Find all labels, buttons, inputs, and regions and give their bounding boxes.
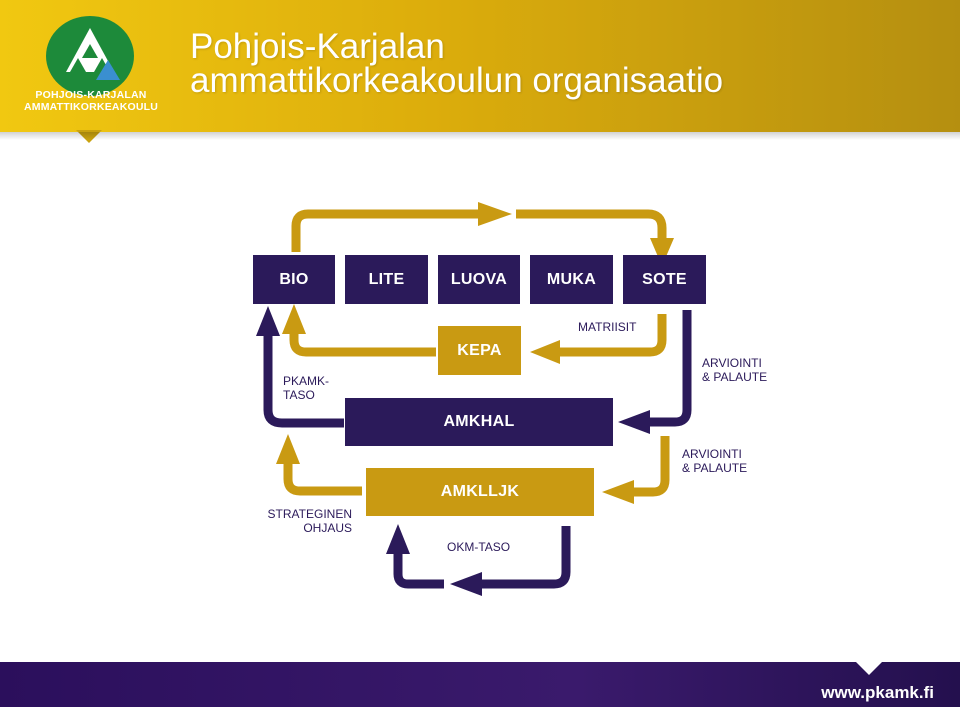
footer-notch	[856, 662, 882, 675]
okm-arrow-right-segment	[482, 526, 571, 589]
label-matriisit: MATRIISIT	[578, 320, 637, 334]
top-arrow-right-segment	[516, 209, 667, 238]
pkamk-taso-arrow	[263, 336, 344, 428]
unit-box-bio: BIO	[253, 255, 335, 304]
page-title: Pohjois-Karjalan ammattikorkeakoulun org…	[190, 27, 724, 100]
diagram-arrows	[256, 202, 692, 596]
amklljk-box: AMKLLJK	[366, 468, 594, 516]
header-notch	[76, 130, 102, 143]
header-shadow	[0, 132, 960, 140]
label-pkamk-taso-line2: TASO	[283, 388, 315, 402]
arrowhead-amkhal	[618, 410, 650, 434]
arviointi-arrow-2	[634, 436, 670, 497]
unit-box-luova: LUOVA	[438, 255, 520, 304]
unit-box-lite: LITE	[345, 255, 428, 304]
amkhal-box: AMKHAL	[345, 398, 613, 446]
arrowhead-amklljk-purple	[386, 524, 410, 554]
logo-text-line2: AMMATTIKORKEAKOULU	[23, 101, 159, 113]
kepa-box: KEPA	[438, 326, 521, 375]
header-bar	[0, 0, 960, 132]
arrowhead-kepa	[530, 340, 560, 364]
footer-bar	[0, 662, 960, 707]
matriisit-arrow	[560, 314, 667, 357]
top-arrow-left-segment	[291, 209, 478, 252]
school-logo-icon	[46, 16, 134, 96]
unit-box-sote: SOTE	[623, 255, 706, 304]
label-arviointi-1: ARVIOINTI & PALAUTE	[702, 356, 767, 384]
arrowhead-amkhal-gold	[276, 434, 300, 464]
organization-diagram: BIO LITE LUOVA MUKA SOTE KEPA AMKHAL AMK…	[0, 140, 960, 660]
page-title-line2: ammattikorkeakoulun organisaatio	[190, 61, 724, 100]
arrowhead-amklljk	[602, 480, 634, 504]
okm-arrow-left-segment	[393, 554, 444, 589]
strateginen-ohjaus-arrow	[283, 464, 362, 496]
label-strateginen-ohjaus: STRATEGINEN OHJAUS	[262, 507, 352, 535]
label-okm-taso: OKM-TASO	[447, 540, 511, 554]
arrowhead-bio-gold	[282, 304, 306, 334]
arrowhead-okm-mid	[450, 572, 482, 596]
label-arviointi-2-line2: & PALAUTE	[682, 461, 748, 475]
label-arviointi-2: ARVIOINTI & PALAUTE	[682, 447, 747, 475]
logo-text-line1: POHJOIS-KARJALAN	[35, 89, 147, 101]
arrowhead-sote	[650, 238, 674, 266]
footer-website-link[interactable]: www.pkamk.fi	[821, 683, 934, 702]
page-title-line1: Pohjois-Karjalan	[190, 27, 445, 66]
arviointi-arrow-1	[650, 310, 692, 427]
label-strateginen-line2: OHJAUS	[303, 521, 352, 535]
label-pkamk-taso: PKAMK- TASO	[283, 374, 329, 402]
label-arviointi-1-line1: ARVIOINTI	[702, 356, 762, 370]
label-strateginen-line1: STRATEGINEN	[267, 507, 352, 521]
label-pkamk-taso-line1: PKAMK-	[283, 374, 330, 388]
kepa-to-bio-arrow	[289, 334, 436, 357]
arrowhead-bio-purple	[256, 306, 280, 336]
label-arviointi-2-line1: ARVIOINTI	[682, 447, 742, 461]
label-arviointi-1-line2: & PALAUTE	[702, 370, 768, 384]
arrowhead-top-mid	[478, 202, 512, 226]
unit-box-muka: MUKA	[530, 255, 613, 304]
